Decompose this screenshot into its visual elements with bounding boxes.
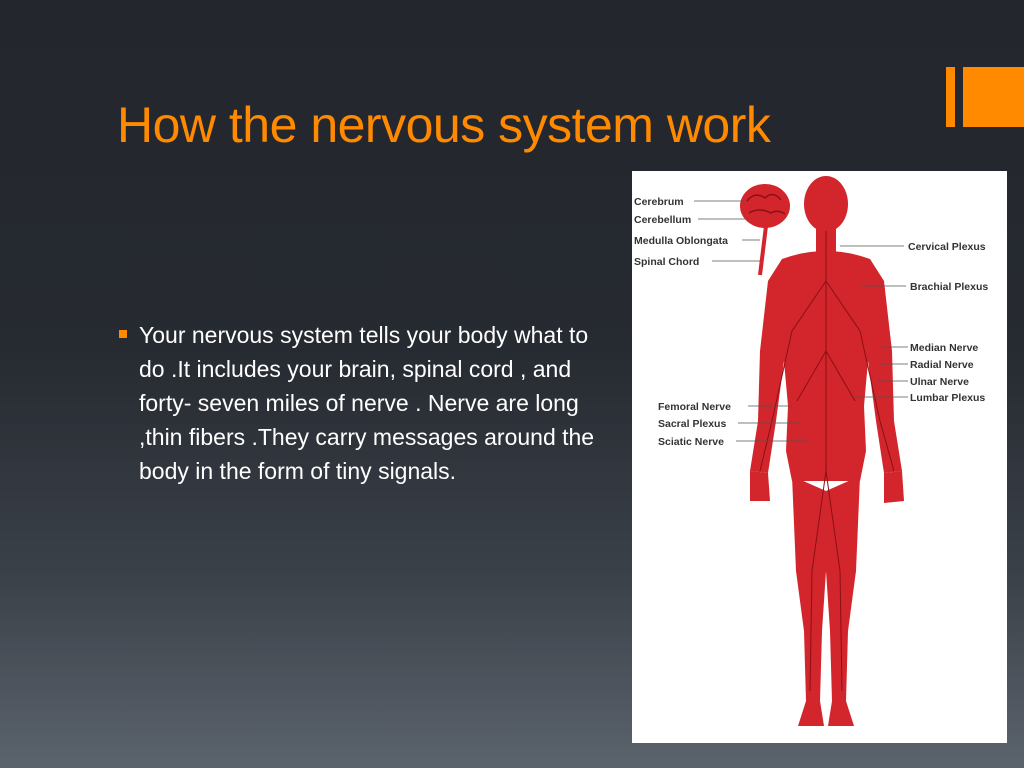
slide-title: How the nervous system work bbox=[117, 97, 771, 153]
label-cervical-plexus: Cervical Plexus bbox=[908, 241, 986, 253]
label-ulnar-nerve: Ulnar Nerve bbox=[910, 376, 969, 388]
label-median-nerve: Median Nerve bbox=[910, 342, 978, 354]
label-lumbar-plexus: Lumbar Plexus bbox=[910, 392, 985, 404]
leader-lines bbox=[694, 200, 908, 442]
nervous-system-figure: Cerebrum Cerebellum Medulla Oblongata Sp… bbox=[632, 171, 1007, 743]
label-spinal-chord: Spinal Chord bbox=[634, 256, 699, 268]
accent-block bbox=[963, 67, 1024, 127]
label-sacral-plexus: Sacral Plexus bbox=[658, 418, 726, 430]
bullet-marker-icon bbox=[119, 330, 127, 338]
label-brachial-plexus: Brachial Plexus bbox=[910, 281, 988, 293]
body-silhouette bbox=[750, 176, 904, 726]
label-cerebrum: Cerebrum bbox=[634, 196, 684, 208]
label-radial-nerve: Radial Nerve bbox=[910, 359, 974, 371]
brain-illustration bbox=[740, 184, 790, 276]
bullet-item: Your nervous system tells your body what… bbox=[117, 318, 617, 488]
body-illustration: Cerebrum Cerebellum Medulla Oblongata Sp… bbox=[634, 176, 988, 726]
label-medulla-oblongata: Medulla Oblongata bbox=[634, 235, 728, 247]
label-femoral-nerve: Femoral Nerve bbox=[658, 401, 731, 413]
nerve-lines bbox=[759, 231, 895, 692]
label-sciatic-nerve: Sciatic Nerve bbox=[658, 436, 724, 448]
label-cerebellum: Cerebellum bbox=[634, 214, 691, 226]
bullet-text: Your nervous system tells your body what… bbox=[139, 322, 595, 484]
bullet-list: Your nervous system tells your body what… bbox=[117, 318, 617, 488]
accent-bar bbox=[946, 67, 955, 127]
